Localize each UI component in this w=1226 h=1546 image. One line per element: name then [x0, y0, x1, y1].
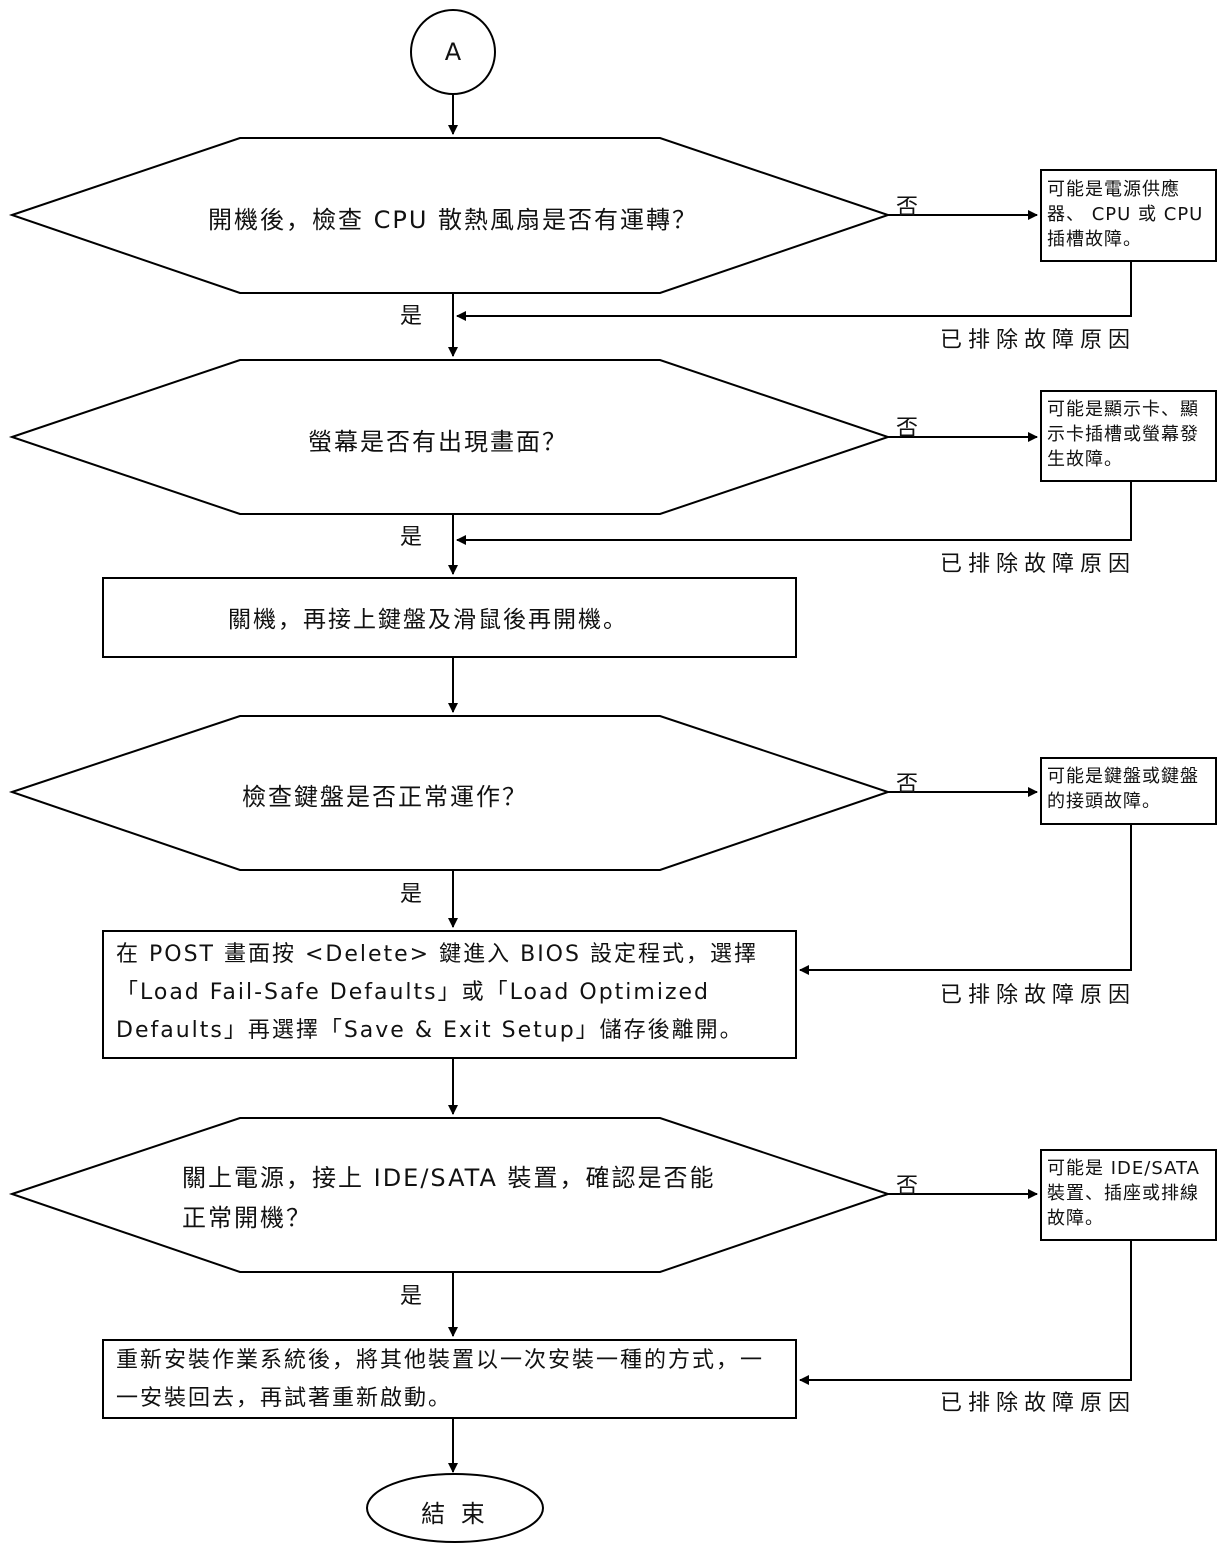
no-label-1: 否 — [896, 195, 919, 220]
end-terminal-label: 結 束 — [421, 1500, 489, 1528]
decision-4-label-line1: 關上電源，接上 IDE/SATA 裝置，確認是否能 — [182, 1164, 716, 1192]
process-2-shape — [102, 930, 797, 1059]
note-4-shape — [1040, 1149, 1217, 1241]
fixed-label-4: 已排除故障原因 — [940, 1391, 1137, 1416]
note-3-shape — [1040, 757, 1217, 825]
note-3-label: 可能是鍵盤或鍵盤的接頭故障。 — [1047, 766, 1199, 812]
note-1-shape — [1040, 169, 1217, 262]
yes-label-3: 是 — [400, 882, 423, 907]
note-2-shape — [1040, 390, 1217, 482]
decision-1-label: 開機後，檢查 CPU 散熱風扇是否有運轉？ — [208, 206, 699, 234]
note-2-label: 可能是顯示卡、顯示卡插槽或螢幕發生故障。 — [1047, 399, 1199, 470]
note-1-label: 可能是電源供應器、 CPU 或 CPU 插槽故障。 — [1047, 179, 1204, 250]
yes-label-2: 是 — [400, 525, 423, 550]
process-3-shape — [102, 1339, 797, 1419]
process-1-label: 關機，再接上鍵盤及滑鼠後再開機。 — [228, 607, 628, 633]
fixed-label-2: 已排除故障原因 — [940, 552, 1137, 577]
process-2-label: 在 POST 畫面按 <Delete> 鍵進入 BIOS 設定程式，選擇「Loa… — [116, 942, 758, 1043]
yes-label-1: 是 — [400, 304, 423, 329]
process-1-shape — [102, 577, 797, 658]
end-terminal — [366, 1473, 544, 1543]
decision-4-label-line2: 正常開機？ — [182, 1204, 312, 1232]
decision-2-label: 螢幕是否有出現畫面？ — [308, 428, 568, 456]
decision-4-shape — [8, 1117, 892, 1273]
no-label-4: 否 — [896, 1174, 919, 1199]
decision-3-label: 檢查鍵盤是否正常運作？ — [242, 783, 528, 811]
fixed-label-3: 已排除故障原因 — [940, 983, 1137, 1008]
no-label-3: 否 — [896, 772, 919, 797]
yes-label-4: 是 — [400, 1284, 423, 1309]
fixed-label-1: 已排除故障原因 — [940, 328, 1137, 353]
start-connector-label: A — [444, 38, 462, 66]
process-3-label: 重新安裝作業系統後，將其他裝置以一次安裝一種的方式，一一安裝回去，再試著重新啟動… — [116, 1348, 765, 1411]
note-4-label: 可能是 IDE/SATA 裝置、插座或排線故障。 — [1047, 1158, 1200, 1229]
no-label-2: 否 — [896, 416, 919, 441]
